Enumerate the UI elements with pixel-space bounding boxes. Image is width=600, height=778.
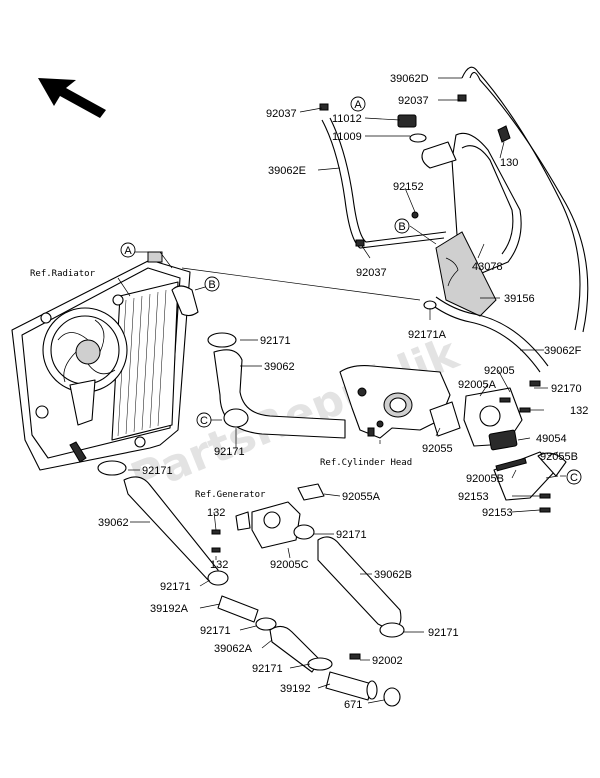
part-label-39062: 39062 bbox=[264, 361, 295, 373]
part-label-39062F: 39062F bbox=[544, 345, 582, 357]
marker-a-left: A bbox=[120, 242, 136, 258]
part-label-92171: 92171 bbox=[160, 581, 191, 593]
oring-671 bbox=[383, 687, 401, 707]
cylinder-head-outlet bbox=[339, 365, 451, 439]
thermostat-49054 bbox=[488, 429, 518, 451]
generator-water-fitting bbox=[235, 501, 301, 549]
hose-39062B bbox=[317, 536, 402, 631]
part-label-92055B: 92055B bbox=[540, 451, 578, 463]
part-label-92171: 92171 bbox=[252, 663, 283, 675]
part-label-132: 132 bbox=[570, 405, 588, 417]
svg-text:C: C bbox=[570, 472, 578, 484]
part-label-92152: 92152 bbox=[393, 181, 424, 193]
part-label-671: 671 bbox=[344, 699, 362, 711]
radiator-upper-hose-stub bbox=[171, 285, 199, 317]
part-label-92171: 92171 bbox=[260, 335, 291, 347]
part-label-92037: 92037 bbox=[356, 267, 387, 279]
part-label-92005: 92005 bbox=[484, 365, 515, 377]
part-label-39062: 39062 bbox=[98, 517, 129, 529]
part-label-39156: 39156 bbox=[504, 293, 535, 305]
part-label-92153: 92153 bbox=[458, 491, 489, 503]
part-label-92005C: 92005C bbox=[270, 559, 309, 571]
part-label-39062B: 39062B bbox=[374, 569, 412, 581]
bolts bbox=[211, 94, 551, 660]
leader-lines bbox=[117, 77, 566, 704]
hose-39062D bbox=[461, 66, 589, 333]
hose-39062F bbox=[431, 296, 549, 373]
part-label-11012: 11012 bbox=[332, 113, 362, 125]
part-label-132: 132 bbox=[207, 507, 225, 519]
svg-text:C: C bbox=[200, 415, 208, 427]
svg-text:A: A bbox=[354, 99, 362, 111]
part-label-43078: 43078 bbox=[472, 261, 503, 273]
part-label-92055A: 92055A bbox=[342, 491, 381, 503]
part-label-11009: 11009 bbox=[332, 131, 362, 143]
part-label-39192: 39192 bbox=[280, 683, 311, 695]
svg-text:B: B bbox=[208, 279, 215, 291]
part-label-92005A: 92005A bbox=[458, 379, 497, 391]
ref-generator-label: Ref.Generator bbox=[195, 490, 266, 500]
marker-a-top: A bbox=[350, 96, 366, 112]
bolt-130 bbox=[497, 125, 511, 143]
svg-text:A: A bbox=[124, 245, 132, 257]
part-label-92005B: 92005B bbox=[466, 473, 504, 485]
gasket-92055A bbox=[297, 483, 325, 501]
ref-cylinder-head-label: Ref.Cylinder Head bbox=[320, 458, 412, 468]
part-label-49054: 49054 bbox=[536, 433, 567, 445]
part-labels: 39062D 92037 92037 11012 11009 130 39062… bbox=[98, 73, 588, 711]
part-label-130: 130 bbox=[500, 157, 518, 169]
reserve-tank bbox=[421, 132, 522, 317]
front-direction-arrow-icon bbox=[38, 78, 106, 118]
part-label-39192A: 39192A bbox=[150, 603, 189, 615]
part-label-92171: 92171 bbox=[336, 529, 367, 541]
part-label-39062D: 39062D bbox=[390, 73, 429, 85]
reserve-tank-cap bbox=[397, 114, 427, 143]
part-label-92171A: 92171A bbox=[408, 329, 447, 341]
part-label-92037: 92037 bbox=[266, 108, 297, 120]
part-label-92002: 92002 bbox=[372, 655, 403, 667]
part-label-92171: 92171 bbox=[200, 625, 231, 637]
part-label-92171: 92171 bbox=[428, 627, 459, 639]
part-label-39062A: 39062A bbox=[214, 643, 253, 655]
part-label-92055: 92055 bbox=[422, 443, 453, 455]
marker-b-tank: B bbox=[394, 218, 410, 234]
ref-radiator-label: Ref.Radiator bbox=[30, 269, 96, 279]
pipe-39192 bbox=[325, 671, 378, 701]
svg-text:B: B bbox=[398, 221, 405, 233]
gasket-92055 bbox=[429, 401, 461, 437]
part-label-92037: 92037 bbox=[398, 95, 429, 107]
marker-b-left: B bbox=[204, 276, 220, 292]
part-label-92171: 92171 bbox=[214, 446, 245, 458]
marker-c-right: C bbox=[566, 469, 582, 485]
radiator-assembly bbox=[11, 251, 191, 471]
thermostat-cover bbox=[493, 451, 567, 501]
part-label-92171: 92171 bbox=[142, 465, 173, 477]
pipe-39192A bbox=[217, 595, 259, 623]
part-label-92153: 92153 bbox=[482, 507, 513, 519]
part-label-39062E: 39062E bbox=[268, 165, 306, 177]
marker-c-left: C bbox=[196, 412, 212, 428]
part-label-132: 132 bbox=[210, 559, 228, 571]
part-label-92170: 92170 bbox=[551, 383, 582, 395]
